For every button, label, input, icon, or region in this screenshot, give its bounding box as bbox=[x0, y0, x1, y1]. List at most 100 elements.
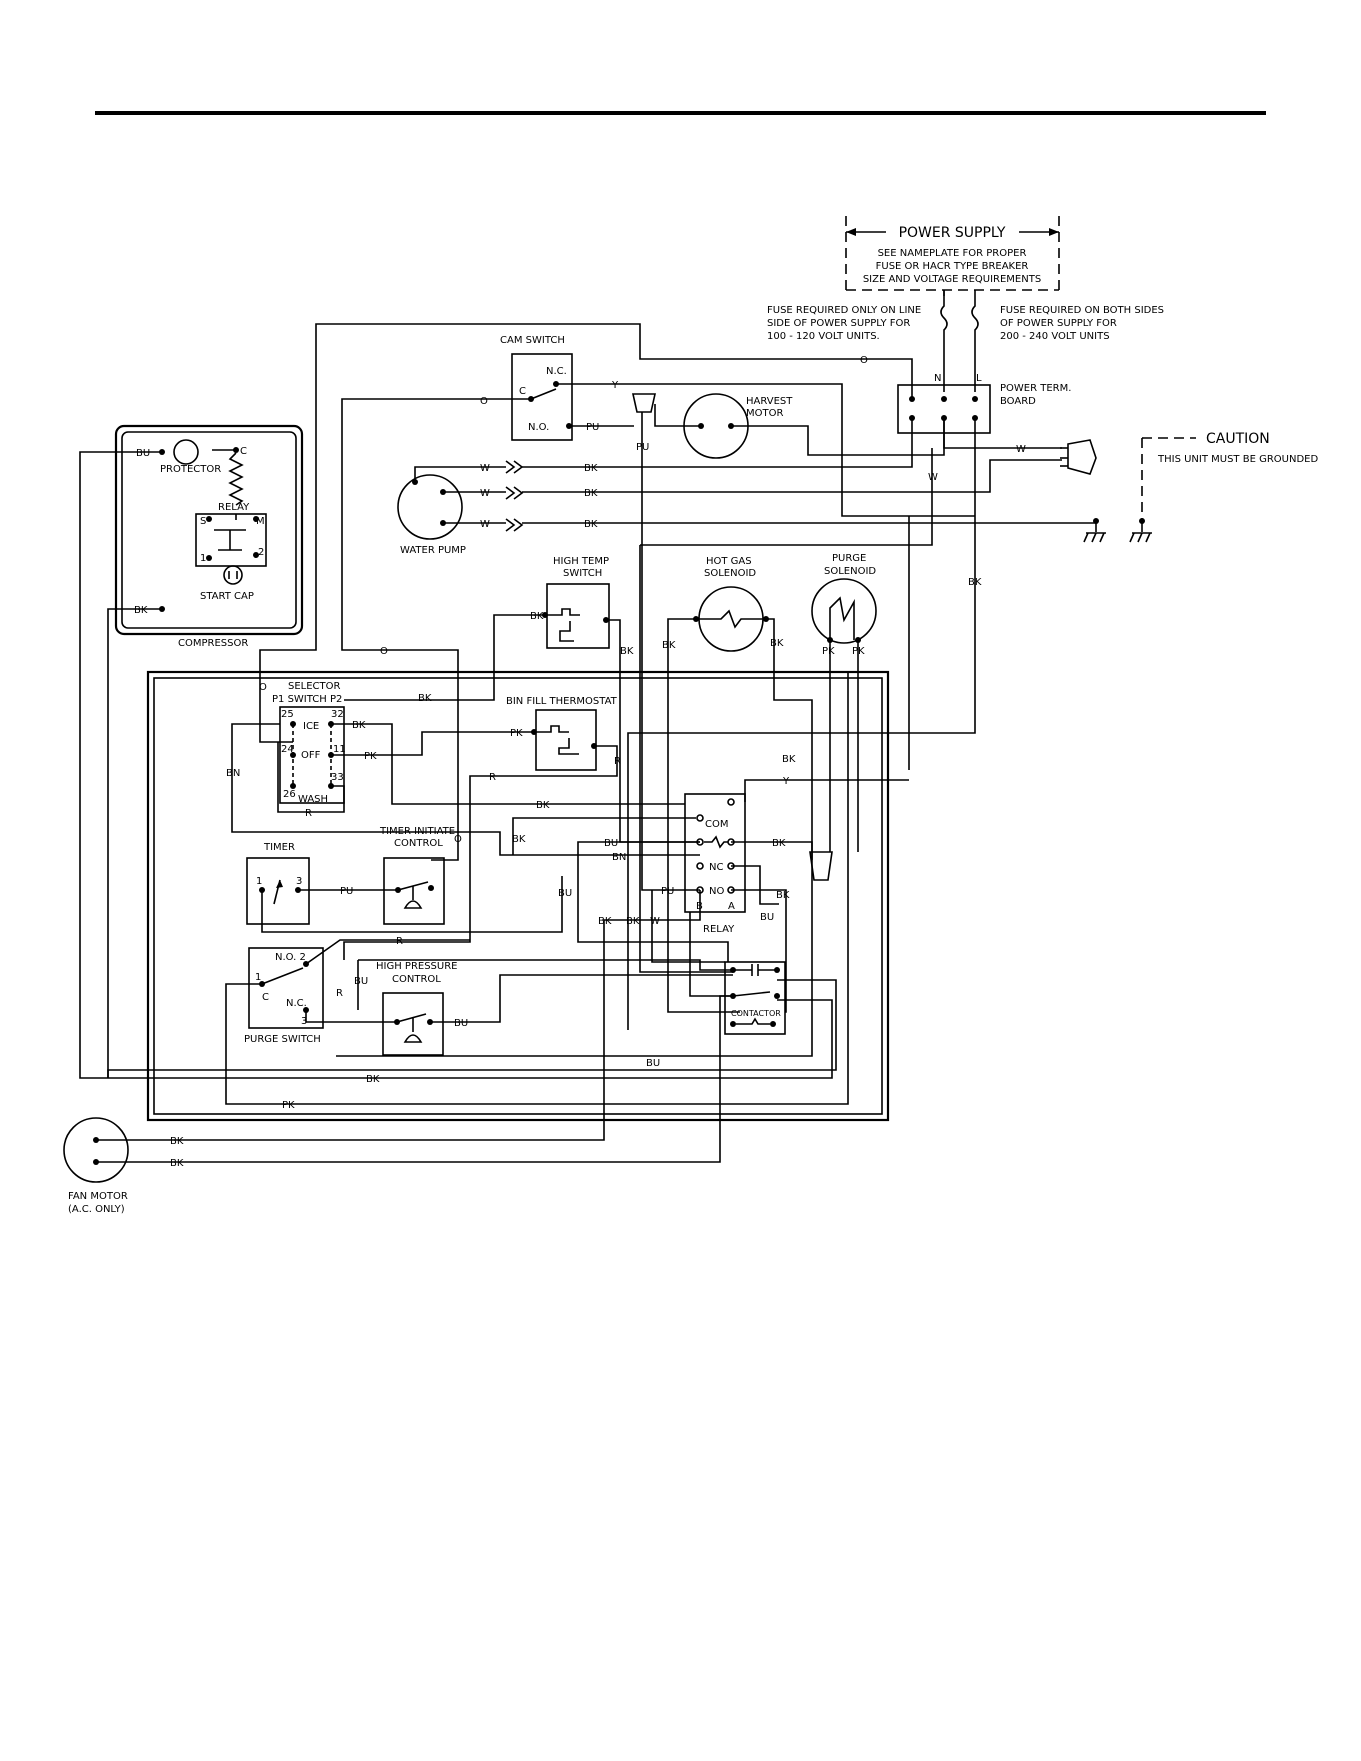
power-note-line-3: SIZE AND VOLTAGE REQUIREMENTS bbox=[863, 274, 1041, 285]
contactor: CONTACTOR bbox=[724, 961, 786, 1035]
wire-label-bu: BU bbox=[646, 1058, 660, 1069]
wires bbox=[79, 323, 1096, 1163]
purge-switch: N.O. 2 1 C N.C. 3 PURGE SWITCH bbox=[244, 947, 324, 1045]
high-pressure-control: HIGH PRESSURE CONTROL bbox=[376, 961, 458, 1056]
fuse-note-line-3: 100 - 120 VOLT UNITS. bbox=[767, 331, 880, 342]
harvest-motor-label-1: HARVEST bbox=[746, 396, 793, 407]
wire-label-bk: BK bbox=[782, 754, 796, 765]
compressor-group: PROTECTOR C RELAY S M 1 2 START CAP COMP… bbox=[114, 424, 304, 649]
wire-label-y: Y bbox=[611, 380, 619, 391]
wire-label-r: R bbox=[614, 756, 621, 767]
wire-label-r: R bbox=[336, 988, 343, 999]
bin-fill-label: BIN FILL THERMOSTAT bbox=[506, 696, 618, 707]
wire-label-r: R bbox=[305, 808, 312, 819]
selector-33: 33 bbox=[331, 772, 344, 783]
control-box-inner bbox=[153, 677, 883, 1115]
wire-label-bk: BK bbox=[968, 577, 982, 588]
fuse-note-line-1: FUSE REQUIRED ONLY ON LINE bbox=[767, 305, 921, 316]
fan-motor-label-2: (A.C. ONLY) bbox=[68, 1204, 125, 1215]
wire-label-bu: BU bbox=[454, 1018, 468, 1029]
wire-label-pu: PU bbox=[340, 886, 353, 897]
high-temp-label-2: SWITCH bbox=[563, 568, 602, 579]
wire-label-bk: BK bbox=[770, 638, 784, 649]
ground-icon bbox=[1129, 532, 1152, 543]
purge-no-label: N.O. 2 bbox=[275, 952, 306, 963]
power-term-board: N L POWER TERM. BOARD bbox=[897, 373, 1071, 434]
wire-label-y: Y bbox=[782, 776, 790, 787]
wire-label-w: W bbox=[928, 472, 938, 483]
water-pump: WATER PUMP bbox=[397, 474, 466, 556]
wire-label-bk: BK bbox=[776, 890, 790, 901]
wire-label-pk: PK bbox=[364, 751, 377, 762]
selector-ice: ICE bbox=[303, 721, 319, 732]
wire-label-bn: BN bbox=[226, 768, 240, 779]
wire-label-o: O bbox=[860, 355, 868, 366]
wire-label-bk: BK bbox=[662, 640, 676, 651]
timer-init-label-2: CONTROL bbox=[394, 838, 443, 849]
selector-26: 26 bbox=[283, 789, 296, 800]
cam-switch-title: CAM SWITCH bbox=[500, 335, 565, 346]
wire-label-pu: PU bbox=[661, 886, 674, 897]
hot-gas-solenoid: HOT GAS SOLENOID bbox=[693, 556, 769, 652]
relay-comp-label: RELAY bbox=[218, 502, 250, 513]
wire-label-w: W bbox=[1016, 444, 1026, 455]
relay-2-label: 2 bbox=[258, 547, 264, 558]
purge-switch-label: PURGE SWITCH bbox=[244, 1034, 321, 1045]
wire-labels: O O O O O Y Y PU PU PU PU BU BK W W W BK… bbox=[134, 355, 1026, 1169]
purge-3-label: 3 bbox=[301, 1016, 307, 1027]
wire-label-bk: BK bbox=[598, 916, 612, 927]
timer-initiate-control: TIMER INITIATE CONTROL bbox=[379, 826, 455, 925]
wire-label-o: O bbox=[259, 682, 267, 693]
wire-label-w: W bbox=[480, 519, 490, 530]
power-note-line-1: SEE NAMEPLATE FOR PROPER bbox=[878, 248, 1027, 259]
terminal-n-label: N bbox=[934, 373, 941, 384]
hpc-label-1: HIGH PRESSURE bbox=[376, 961, 458, 972]
selector-off: OFF bbox=[301, 750, 321, 761]
terminal-l-label: L bbox=[976, 373, 982, 384]
hot-gas-label-2: SOLENOID bbox=[704, 568, 756, 579]
pump-connectors bbox=[505, 460, 524, 532]
purge-1-label: 1 bbox=[255, 972, 261, 983]
relay-s-label: S bbox=[200, 516, 206, 527]
fuse-note-line-2: SIDE OF POWER SUPPLY FOR bbox=[767, 318, 910, 329]
wire-label-pk: PK bbox=[822, 646, 835, 657]
wire-label-w: W bbox=[480, 488, 490, 499]
wire-label-o: O bbox=[480, 396, 488, 407]
wire-label-bu: BU bbox=[604, 838, 618, 849]
wire-label-bk: BK bbox=[170, 1158, 184, 1169]
fan-motor: FAN MOTOR (A.C. ONLY) bbox=[63, 1117, 129, 1215]
wire-label-bk: BK bbox=[530, 611, 544, 622]
power-note-line-2: FUSE OR HACR TYPE BREAKER bbox=[876, 261, 1029, 272]
water-pump-label: WATER PUMP bbox=[400, 545, 466, 556]
fuse-both-line-2: OF POWER SUPPLY FOR bbox=[1000, 318, 1117, 329]
wire-label-pk: PK bbox=[510, 728, 523, 739]
fuse-both-line-3: 200 - 240 VOLT UNITS bbox=[1000, 331, 1110, 342]
wire-label-bu: BU bbox=[354, 976, 368, 987]
hpc-label-2: CONTROL bbox=[392, 974, 441, 985]
wire-label-bk: BK bbox=[170, 1136, 184, 1147]
purge-sol-label-2: SOLENOID bbox=[824, 566, 876, 577]
caution-note: THIS UNIT MUST BE GROUNDED bbox=[1157, 454, 1318, 465]
selector-32: 32 bbox=[331, 709, 344, 720]
wire-label-bu: BU bbox=[558, 888, 572, 899]
wire-label-pk: PK bbox=[282, 1100, 295, 1111]
start-cap-label: START CAP bbox=[200, 591, 254, 602]
power-term-label-1: POWER TERM. bbox=[1000, 383, 1071, 394]
wire-label-bu: BU bbox=[136, 448, 150, 459]
wire-label-o: O bbox=[380, 646, 388, 657]
selector-24: 24 bbox=[281, 744, 294, 755]
contactor-label: CONTACTOR bbox=[731, 1009, 781, 1018]
power-supply-block: POWER SUPPLY SEE NAMEPLATE FOR PROPER FU… bbox=[845, 216, 1060, 291]
relay-com-label: COM bbox=[705, 819, 728, 830]
wire-label-w: W bbox=[650, 916, 660, 927]
protector-c-label: C bbox=[240, 446, 247, 457]
wire-label-bk: BK bbox=[366, 1074, 380, 1085]
relay-nc-label: NC bbox=[709, 862, 723, 873]
protector-label: PROTECTOR bbox=[160, 464, 221, 475]
wire-label-w: W bbox=[480, 463, 490, 474]
supply-leads bbox=[940, 290, 979, 392]
wire-label-bk: BK bbox=[512, 834, 526, 845]
timer-3-label: 3 bbox=[296, 876, 302, 887]
purge-solenoid: PURGE SOLENOID bbox=[811, 553, 877, 644]
